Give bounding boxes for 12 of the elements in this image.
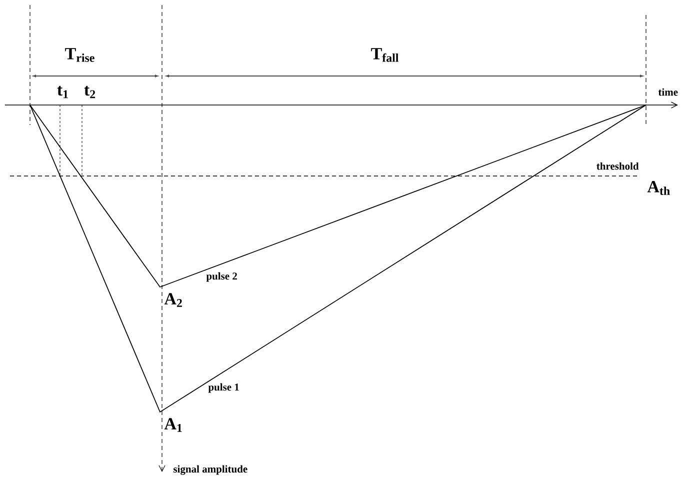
pulse-label: pulse 1 [208,383,239,393]
axis-label: time [658,88,678,96]
axis-label: signal amplitude [174,465,248,475]
threshold-label: threshold [596,162,639,170]
amplitude-label: A$_{th}$ [647,181,670,195]
time-label: t$_{2}$ [84,86,96,98]
pulse-label: pulse 2 [206,272,237,282]
axis-label: T$_{rise}$ [65,48,94,62]
time-label: t$_{1}$ [57,86,68,98]
amplitude-label: A$_{1}$ [164,418,182,432]
axis-label: T$_{fall}$ [371,48,398,62]
amplitude-label: A$_{2}$ [164,293,182,307]
